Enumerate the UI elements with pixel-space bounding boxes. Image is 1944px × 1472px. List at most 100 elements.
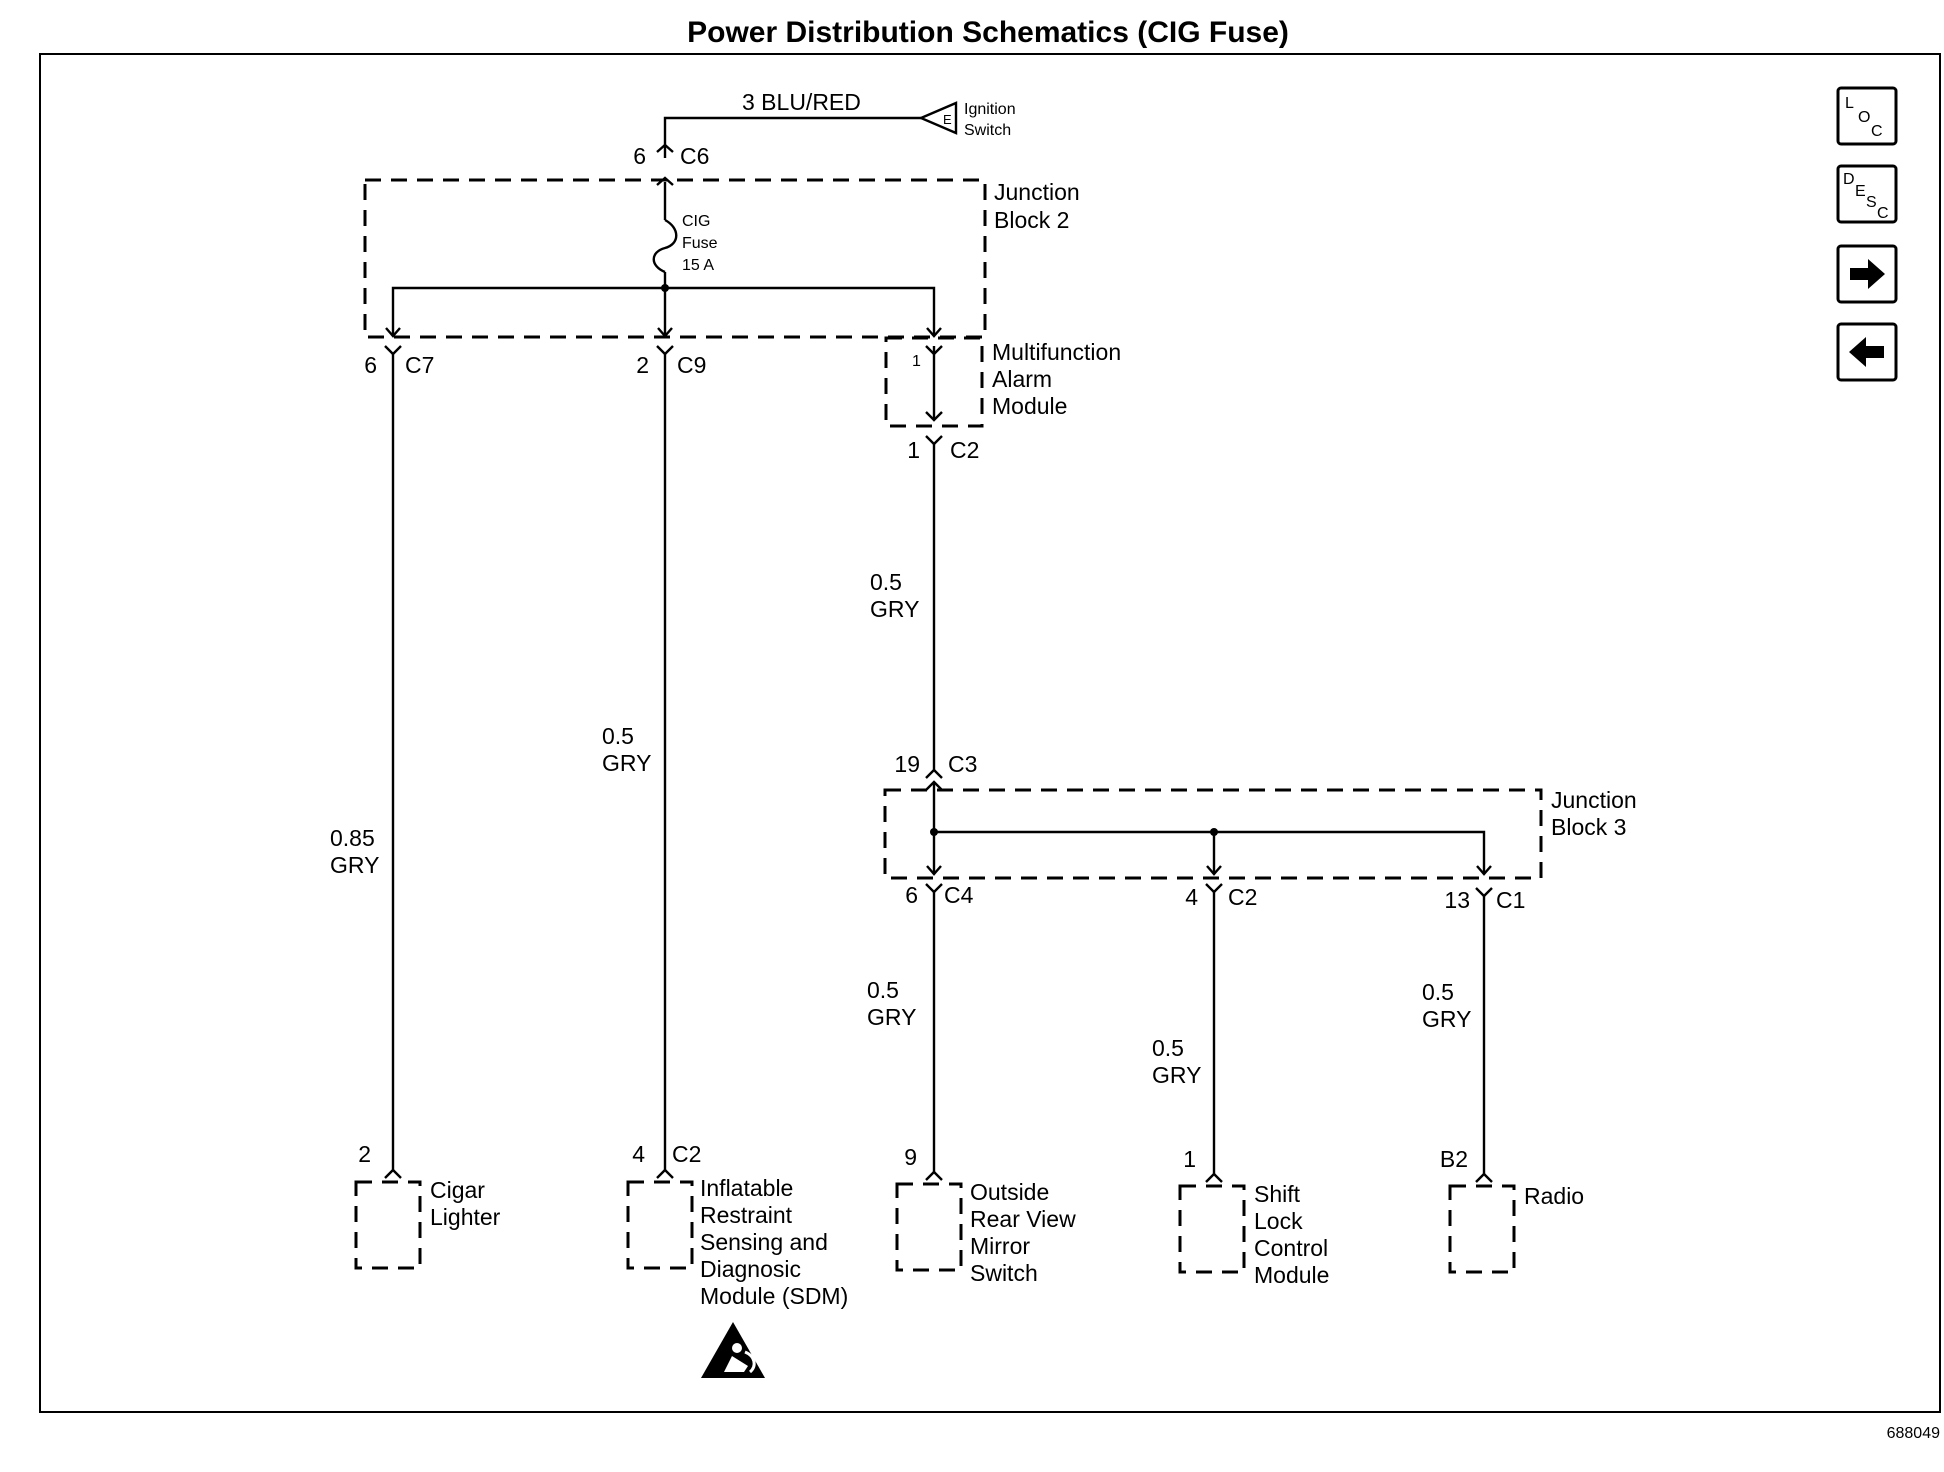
jb2-input-connector: C6: [680, 143, 709, 169]
alarm-module-label-3: Module: [992, 393, 1067, 419]
cigar-lighter-connector-symbol: [384, 1168, 402, 1179]
c1-connector: C1: [1496, 887, 1525, 913]
mirror-switch-pin: 9: [904, 1144, 917, 1170]
mirror-switch-label-4: Switch: [970, 1260, 1038, 1286]
shift-lock-component: [1178, 1184, 1246, 1274]
radio-label: Radio: [1524, 1183, 1584, 1209]
c6-connector-symbol: [656, 143, 674, 186]
cigar-lighter-label-1: Cigar: [430, 1177, 485, 1203]
radio-connector-symbol: [1475, 1172, 1493, 1183]
junction-block-2-label-2: Block 2: [994, 207, 1069, 233]
jb3-splice-2: [1210, 828, 1218, 836]
prev-button[interactable]: [1836, 322, 1898, 382]
alarm-module-label-1: Multifunction: [992, 339, 1121, 365]
jb2-output-arrows: [385, 327, 942, 338]
arrow-left-icon: [1849, 337, 1884, 367]
junction-block-3-label-1: Junction: [1551, 787, 1637, 813]
jb3-c2-connector: C2: [1228, 884, 1257, 910]
page-title: Power Distribution Schematics (CIG Fuse): [687, 16, 1289, 49]
figure-id: 688049: [1887, 1425, 1940, 1442]
alarm-module-label-2: Alarm: [992, 366, 1052, 392]
c1-pin: 13: [1444, 887, 1470, 913]
sdm-label-1: Inflatable: [700, 1175, 793, 1201]
cig-fuse-symbol: [652, 218, 678, 274]
shift-lock-pin: 1: [1183, 1146, 1196, 1172]
cig-fuse-label-3: 15 A: [682, 257, 714, 274]
jb3-splice-1: [930, 828, 938, 836]
alarm-wire-size: 0.5: [870, 569, 902, 595]
diagram-frame: [39, 53, 1941, 1413]
loc-letter-1: L: [1845, 95, 1854, 112]
shift-lock-label-4: Module: [1254, 1262, 1329, 1288]
cigar-lighter-wire-color: GRY: [330, 852, 379, 878]
sdm-connector: C2: [672, 1141, 701, 1167]
jb2-input-pin: 6: [633, 143, 646, 169]
c7-connector: C7: [405, 352, 434, 378]
shift-lock-label-2: Lock: [1254, 1208, 1303, 1234]
mirror-switch-label-1: Outside: [970, 1179, 1049, 1205]
desc-letter-2: E: [1855, 183, 1866, 200]
jb3-bus: [932, 782, 1486, 874]
sdm-pin: 4: [632, 1141, 645, 1167]
sdm-label-2: Restraint: [700, 1202, 793, 1228]
desc-letter-4: C: [1877, 205, 1889, 222]
shift-lock-label-3: Control: [1254, 1235, 1328, 1261]
mirror-switch-component: [895, 1182, 963, 1272]
c7-pin: 6: [364, 352, 377, 378]
sdm-component: [626, 1180, 694, 1270]
desc-button[interactable]: D E S C: [1836, 164, 1898, 224]
sdm-wire-color: GRY: [602, 750, 651, 776]
arrow-right-icon: [1850, 259, 1885, 289]
sdm-label-3: Sensing and: [700, 1229, 828, 1255]
ignition-switch-connector: E: [917, 101, 958, 135]
c4-connector-symbol: [925, 883, 943, 894]
ignition-switch-label-1: Ignition: [964, 101, 1016, 118]
ignition-switch-label-2: Switch: [964, 122, 1011, 139]
mirror-switch-connector-symbol: [925, 1170, 943, 1181]
radio-pin: B2: [1440, 1146, 1468, 1172]
c7-connector-symbol: [384, 345, 402, 356]
junction-block-2-label-1: Junction: [994, 179, 1080, 205]
alarm-c2-connector-symbol: [925, 435, 943, 446]
alarm-wire-color: GRY: [870, 596, 919, 622]
alarm-module-arrows: [925, 345, 943, 422]
mirror-switch-wire-color: GRY: [867, 1004, 916, 1030]
shift-lock-wire-color: GRY: [1152, 1062, 1201, 1088]
jb3-c2-pin: 4: [1185, 884, 1198, 910]
c9-connector-symbol: [656, 345, 674, 356]
airbag-warning-icon: [701, 1322, 765, 1378]
sdm-connector-symbol: [656, 1168, 674, 1179]
loc-button[interactable]: L O C: [1836, 86, 1898, 146]
cigar-lighter-component: [354, 1180, 422, 1270]
ignition-feed-wire-label: 3 BLU/RED: [742, 89, 861, 115]
desc-letter-3: S: [1866, 194, 1877, 211]
alarm-module-out-connector: C2: [950, 437, 979, 463]
radio-wire-size: 0.5: [1422, 979, 1454, 1005]
mirror-switch-label-2: Rear View: [970, 1206, 1076, 1232]
junction-block-3: [883, 788, 1543, 880]
sdm-wire-size: 0.5: [602, 723, 634, 749]
jb3-input-connector: C3: [948, 751, 977, 777]
next-button[interactable]: [1836, 244, 1898, 304]
jb3-c2-connector-symbol: [1205, 883, 1223, 894]
c4-connector: C4: [944, 882, 974, 908]
desc-letter-1: D: [1843, 171, 1855, 188]
cig-fuse-label-1: CIG: [682, 213, 710, 230]
c4-pin: 6: [905, 882, 918, 908]
c9-connector: C9: [677, 352, 706, 378]
multifunction-alarm-module: [884, 336, 984, 428]
jb3-input-pin: 19: [894, 751, 920, 777]
ignition-switch-pin: E: [943, 112, 952, 127]
c9-pin: 2: [636, 352, 649, 378]
cigar-lighter-wire-size: 0.85: [330, 825, 375, 851]
cigar-lighter-label-2: Lighter: [430, 1204, 501, 1230]
radio-component: [1448, 1184, 1516, 1274]
cig-fuse-label-2: Fuse: [682, 235, 718, 252]
junction-block-2: [363, 178, 987, 339]
radio-wire-color: GRY: [1422, 1006, 1471, 1032]
shift-lock-connector-symbol: [1205, 1172, 1223, 1183]
alarm-module-out-pin: 1: [907, 437, 920, 463]
alarm-module-in-pin: 1: [912, 353, 921, 370]
mirror-switch-wire-size: 0.5: [867, 977, 899, 1003]
jb2-splice: [661, 284, 669, 292]
